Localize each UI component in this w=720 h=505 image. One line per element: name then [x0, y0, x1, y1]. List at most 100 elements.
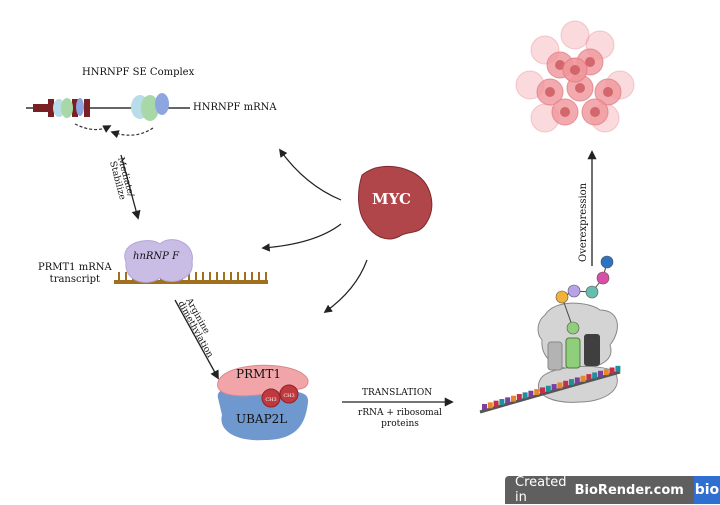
ubap2l-label: UBAP2L: [236, 412, 288, 426]
myc-label: MYC: [372, 190, 411, 208]
hnrnpf-se-complex: [26, 93, 190, 139]
mrna-base: [125, 272, 127, 281]
codon: [557, 382, 563, 389]
prmt1-label: PRMT1: [236, 367, 282, 381]
mrna-base: [258, 272, 260, 281]
amino-acid: [567, 284, 581, 298]
codon: [551, 384, 557, 391]
hnrnpf-complex-title: HNRNPF SE Complex: [82, 67, 195, 78]
codon: [592, 372, 598, 379]
trna-slot-a: [584, 334, 600, 366]
mrna-base: [265, 272, 267, 281]
myc-arrow-to-prmt1-mrna: [261, 223, 342, 252]
prmt1-mrna-label-line1: PRMT1 mRNA: [38, 262, 112, 273]
mrna-base: [230, 272, 232, 281]
tumor-cell-nucleus: [585, 57, 595, 67]
codon: [499, 399, 505, 406]
mrna-base: [223, 272, 225, 281]
trna-slot-e: [547, 341, 563, 371]
tumor-cell-nucleus: [603, 87, 613, 97]
hnrnpf-mrna-label: HNRNPF mRNA: [193, 102, 277, 113]
codon: [528, 390, 534, 397]
dna-marker: [72, 99, 78, 117]
methyl-group: [279, 384, 299, 404]
mrna-base: [216, 272, 218, 281]
codon: [586, 374, 592, 381]
tumor-cell-nucleus: [590, 107, 600, 117]
tumor-cell-nucleus: [560, 107, 570, 117]
tumor-cell-nucleus: [570, 65, 580, 75]
biorender-watermark[interactable]: Created in BioRender.com bio: [505, 475, 720, 505]
biorender-logo: bio: [693, 476, 720, 504]
codon: [482, 404, 487, 410]
tumor-cell-nucleus: [545, 87, 555, 97]
mrna-strand: [479, 370, 621, 414]
methyl-label: CH3: [265, 397, 276, 403]
overexpression-label: Overexpression: [578, 182, 589, 262]
dna-marker: [48, 99, 54, 117]
tumor-cell-cluster: [515, 20, 635, 133]
codon: [545, 385, 551, 392]
mrna-base: [251, 272, 253, 281]
methyl-group: [261, 388, 281, 408]
mrna-base: [195, 272, 197, 281]
tumor-cell: [560, 20, 590, 50]
watermark-prefix: Created in: [515, 475, 567, 505]
translation-sublabel-line2: proteins: [381, 419, 419, 429]
codon: [534, 389, 540, 396]
watermark-text: Created in BioRender.com: [505, 475, 694, 505]
mrna-base: [202, 272, 204, 281]
methylation-arrow: [174, 299, 219, 380]
watermark-brand: BioRender.com: [574, 482, 684, 498]
methyl-label: CH3: [283, 393, 294, 399]
codon: [580, 375, 586, 382]
amino-acid: [596, 271, 610, 285]
tumor-cell-nucleus: [575, 83, 585, 93]
translation-label: TRANSLATION: [362, 388, 433, 398]
codon: [516, 394, 522, 401]
codon: [603, 369, 609, 376]
mrna-base: [188, 272, 190, 281]
protein-subunit-blue: [76, 98, 84, 116]
codon: [540, 387, 545, 394]
dashed-loop-arrow: [74, 123, 112, 133]
codon: [493, 400, 499, 407]
dna-marker: [33, 104, 51, 112]
mrna-base: [237, 272, 239, 281]
dna-marker: [84, 99, 90, 117]
mrna-base: [118, 272, 120, 281]
codon: [609, 367, 615, 374]
mrna-base: [209, 272, 211, 281]
mrna-backbone: [114, 280, 268, 284]
prmt1-mrna-label-line2: transcript: [49, 274, 101, 285]
prmt1-mrna-label: PRMT1 mRNA transcript: [38, 262, 112, 286]
codon: [522, 392, 528, 399]
codon: [598, 370, 603, 377]
codon: [569, 379, 574, 386]
myc-blob: [358, 165, 433, 240]
myc-arrow-to-complex: [323, 259, 368, 313]
protein-subunit-blue: [155, 93, 169, 115]
codon: [563, 380, 569, 387]
mrna-base: [244, 272, 246, 281]
prmt1-ubap2l-complex: [217, 364, 309, 441]
codon: [505, 397, 511, 404]
codon: [615, 365, 621, 372]
mediate-arrow: [120, 154, 141, 220]
amino-acid: [555, 290, 569, 304]
hnrnpf-protein: [124, 239, 193, 283]
trna-slot-p: [565, 337, 581, 369]
codon: [574, 377, 580, 384]
prmt1-mrna-strand: [114, 239, 268, 284]
amino-acid: [566, 321, 580, 335]
translation-sublabel-line1: rRNA + ribosomal: [358, 408, 442, 418]
protein-subunit-green: [61, 98, 73, 118]
protein-subunit-green: [141, 95, 159, 121]
tumor-cell-nucleus: [555, 60, 565, 70]
amino-acid: [585, 285, 599, 299]
dashed-loop-arrow: [110, 127, 154, 139]
myc-arrow-to-hnrnpf: [279, 148, 342, 201]
translation-sublabel: rRNA + ribosomal proteins: [352, 408, 448, 430]
codon: [511, 395, 516, 402]
